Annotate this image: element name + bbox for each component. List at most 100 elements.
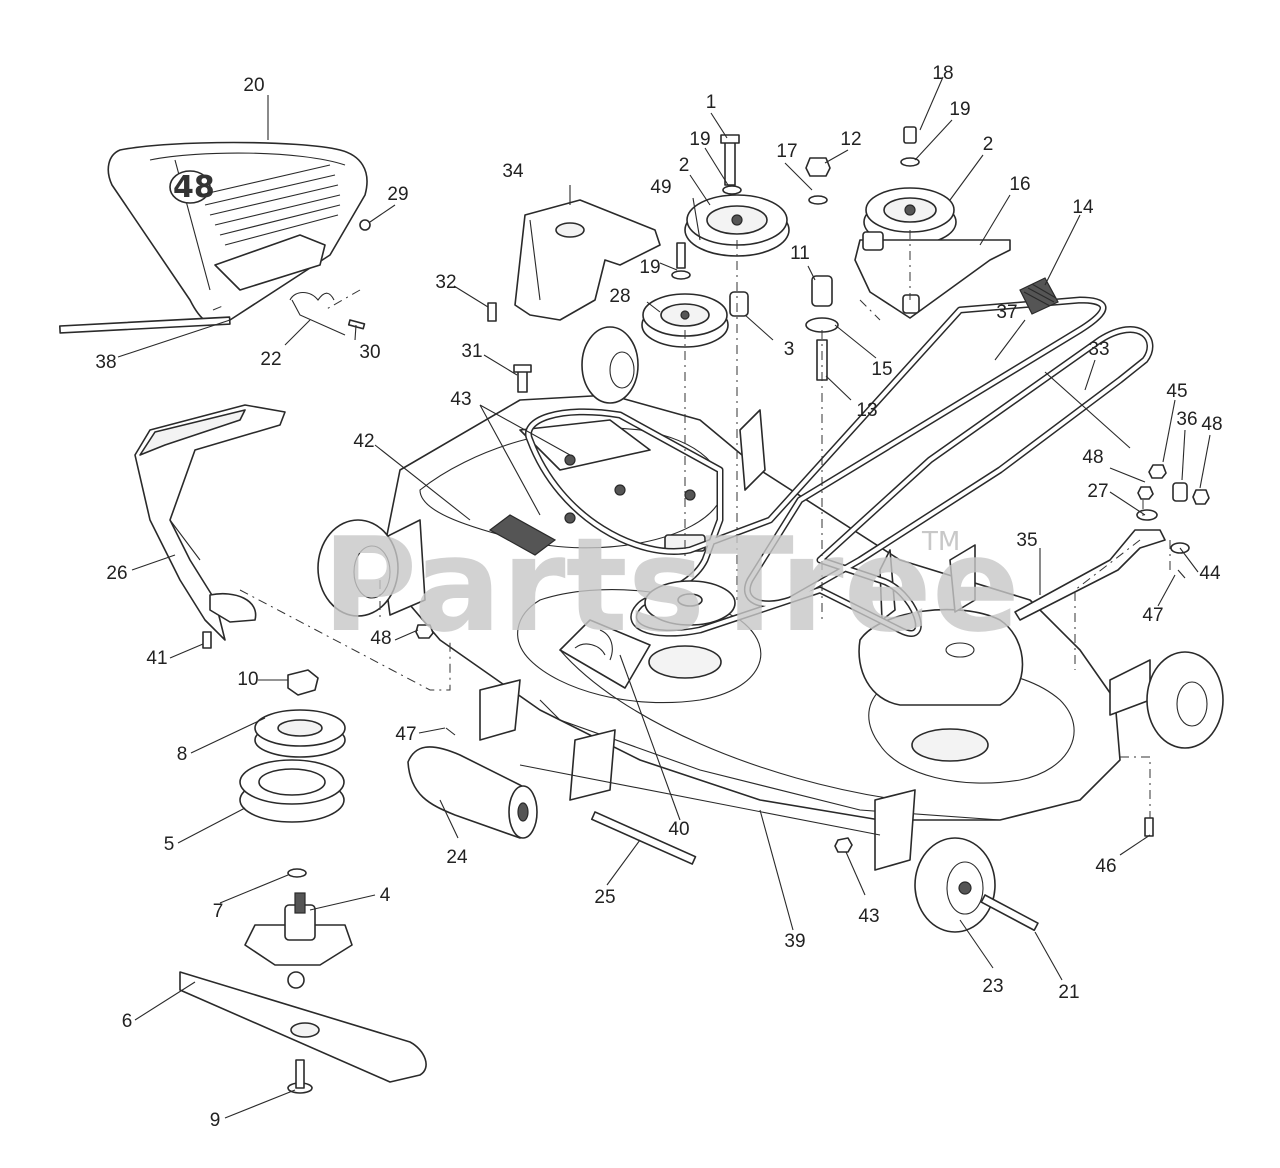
bolt-1 <box>724 139 736 186</box>
spring-22 <box>289 291 346 336</box>
callout-28: 28 <box>609 286 630 307</box>
callout-11: 11 <box>790 243 810 264</box>
callout-43: 43 <box>450 389 471 410</box>
callout-23: 23 <box>982 976 1003 997</box>
bushing-3 <box>729 291 749 317</box>
callout-49: 49 <box>650 177 671 198</box>
callout-39: 39 <box>784 931 805 952</box>
watermark-text: PartsTree <box>322 509 1020 661</box>
callout-32: 32 <box>435 272 456 293</box>
callout-17: 17 <box>776 141 797 162</box>
axle-25 <box>590 811 697 865</box>
callout-13: 13 <box>856 400 877 421</box>
bolt-18 <box>903 126 917 144</box>
callout-45: 45 <box>1166 381 1187 402</box>
pin-30 <box>347 319 366 330</box>
callout-18: 18 <box>932 63 953 84</box>
callout-48: 48 <box>370 628 391 649</box>
callout-46: 46 <box>1095 856 1116 877</box>
callout-34: 34 <box>502 161 524 182</box>
callout-2: 2 <box>983 134 994 155</box>
belt-cover-34 <box>514 199 661 321</box>
callout-2: 2 <box>679 155 690 176</box>
deflector-badge-48: 48 <box>173 170 215 205</box>
callout-47: 47 <box>1142 605 1163 626</box>
callout-31: 31 <box>461 341 482 362</box>
callout-5: 5 <box>164 834 175 855</box>
assembly-lines <box>212 230 1171 818</box>
idler-pulley-2-right <box>863 187 957 246</box>
gauge-wheel-23 <box>914 837 996 933</box>
callout-37: 37 <box>996 302 1017 323</box>
idler-arm-16 <box>854 239 1011 319</box>
decal-40 <box>559 619 651 689</box>
spacer-5 <box>239 759 345 823</box>
side-shield-26 <box>134 404 286 641</box>
caution-decal-42 <box>488 514 557 556</box>
nut-43 <box>834 837 853 853</box>
callout-42: 42 <box>353 431 374 452</box>
idler-pulley-2-left <box>684 194 790 257</box>
bolt-46 <box>1144 817 1154 837</box>
callout-25: 25 <box>594 887 615 908</box>
callout-36: 36 <box>1176 409 1197 430</box>
callout-41: 41 <box>146 648 167 669</box>
spring-14 <box>1019 277 1059 315</box>
bolt-41 <box>202 631 212 649</box>
callout-6: 6 <box>122 1011 133 1032</box>
discharge-chute-20: 48 <box>107 141 368 325</box>
callout-47: 47 <box>395 724 416 745</box>
callout-15: 15 <box>871 359 892 380</box>
callout-44: 44 <box>1199 563 1221 584</box>
bolt-31 <box>517 369 528 393</box>
callout-35: 35 <box>1016 530 1037 551</box>
callout-33: 33 <box>1088 339 1109 360</box>
callout-19: 19 <box>639 257 660 278</box>
callout-21: 21 <box>1058 982 1079 1003</box>
callout-7: 7 <box>213 901 224 922</box>
callout-labels: 1 19 2 49 19 28 3 11 15 13 17 12 18 19 2… <box>95 63 1222 1131</box>
spindle-4 <box>244 892 353 989</box>
nut-12 <box>805 157 831 177</box>
callout-8: 8 <box>177 744 188 765</box>
callout-3: 3 <box>784 339 795 360</box>
chute-ribs <box>199 164 341 246</box>
callout-29: 29 <box>387 184 408 205</box>
callout-22: 22 <box>260 349 281 370</box>
callout-12: 12 <box>840 129 861 150</box>
callout-43: 43 <box>858 906 879 927</box>
watermark-trademark: TM <box>921 527 960 557</box>
bolt-49 <box>676 242 686 269</box>
nut-10 <box>287 669 319 696</box>
callout-19: 19 <box>689 129 710 150</box>
bushing-36 <box>1172 482 1188 502</box>
callout-20: 20 <box>243 75 264 96</box>
lift-link-35 <box>1014 529 1166 621</box>
callout-1: 1 <box>706 92 717 113</box>
washer-7 <box>287 868 307 878</box>
spacer-11 <box>811 275 833 307</box>
callout-24: 24 <box>446 847 468 868</box>
leader-lines <box>117 76 1211 1119</box>
washer-15 <box>805 317 839 333</box>
callout-40: 40 <box>668 819 689 840</box>
callout-4: 4 <box>380 885 391 906</box>
clip-29 <box>359 219 371 231</box>
callout-30: 30 <box>359 342 380 363</box>
callout-26: 26 <box>106 563 127 584</box>
callout-38: 38 <box>95 352 116 373</box>
callout-14: 14 <box>1072 197 1094 218</box>
callout-48: 48 <box>1201 414 1222 435</box>
callout-16: 16 <box>1009 174 1030 195</box>
anti-scalp-roller-24 <box>407 746 538 839</box>
callout-10: 10 <box>237 669 258 690</box>
callout-27: 27 <box>1087 481 1108 502</box>
blade-bolt-9 <box>287 1059 313 1094</box>
callout-48: 48 <box>1082 447 1103 468</box>
bolt-32 <box>487 302 497 322</box>
callout-19: 19 <box>949 99 970 120</box>
blade-6 <box>179 971 427 1083</box>
bolt-21 <box>980 894 1039 932</box>
rod-39 <box>519 764 881 836</box>
